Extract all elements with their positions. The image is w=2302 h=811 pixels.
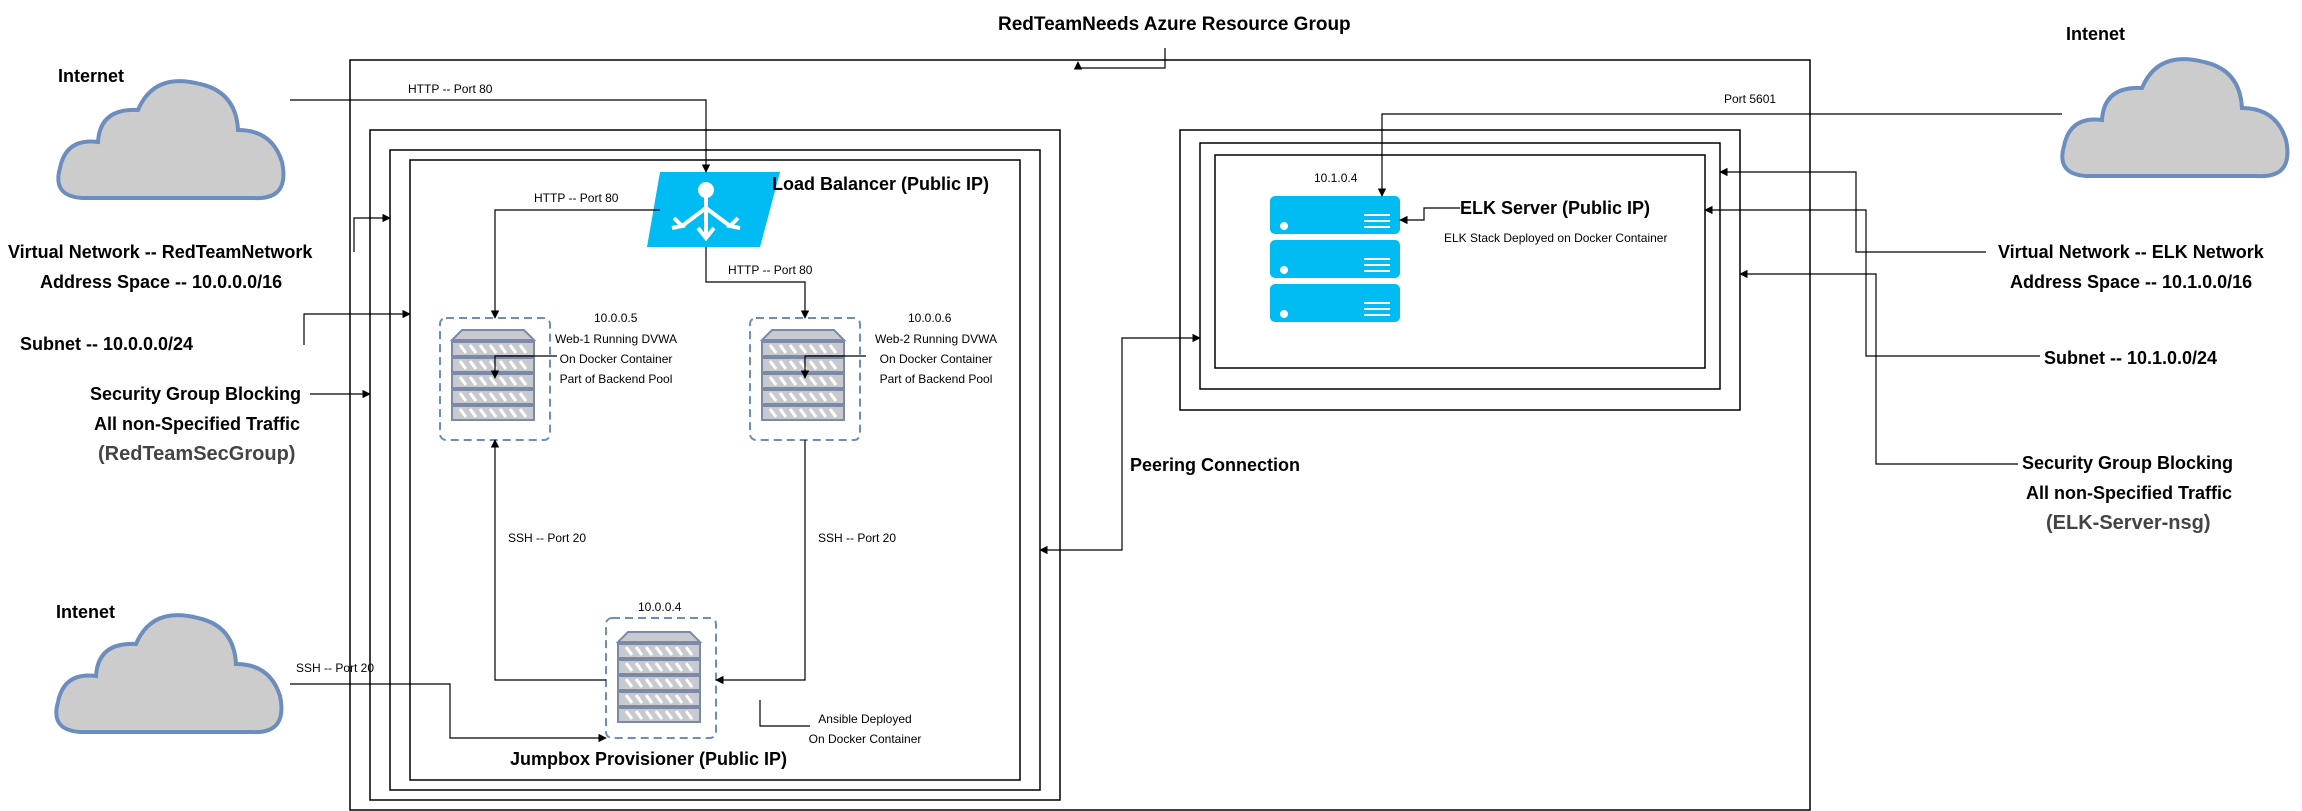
internet-label: Intenet (56, 602, 116, 622)
web2-description: Web-2 Running DVWA On Docker Container P… (866, 329, 1006, 389)
server-rack-icon (616, 630, 702, 724)
server-rack-icon (450, 328, 536, 422)
port-5601-label: Port 5601 (1724, 92, 1777, 106)
ssh-port-label: SSH -- Port 20 (296, 661, 375, 675)
left-security-group-label: All non-Specified Traffic (94, 414, 301, 434)
load-balancer-icon (647, 172, 780, 247)
cloud-icon (54, 613, 284, 735)
virtual-network-box-elk (1199, 142, 1721, 390)
jumpbox-label: Jumpbox Provisioner (Public IP) (510, 749, 788, 769)
left-security-group-label: Security Group Blocking (90, 384, 302, 404)
left-security-group-name: (RedTeamSecGroup) (98, 443, 296, 465)
web1-ip: 10.0.0.5 (594, 311, 638, 325)
jumpbox-note: Ansible Deployed On Docker Container (800, 709, 930, 749)
web2-ip: 10.0.0.6 (908, 311, 952, 325)
right-security-group-name: (ELK-Server-nsg) (2046, 512, 2211, 534)
web2-line3: Part of Backend Pool (879, 372, 993, 386)
web1-line3: Part of Backend Pool (559, 372, 673, 386)
right-security-group-label: All non-Specified Traffic (2026, 483, 2233, 503)
subnet-box-elk (1214, 154, 1706, 369)
load-balancer-label: Load Balancer (Public IP) (772, 174, 990, 194)
elk-note: ELK Stack Deployed on Docker Container (1444, 231, 1668, 245)
internet-label: Intenet (2066, 24, 2126, 44)
elk-server-label: ELK Server (Public IP) (1460, 198, 1651, 218)
web2-line2: On Docker Container (879, 352, 993, 366)
jumpbox-note-line2: On Docker Container (808, 732, 922, 746)
web2-line1: Web-2 Running DVWA (874, 332, 998, 346)
left-address-space-label: Address Space -- 10.0.0.0/16 (40, 272, 283, 292)
right-security-group-label: Security Group Blocking (2022, 453, 2234, 473)
internet-label: Internet (58, 66, 125, 86)
resource-group-box (349, 59, 1811, 811)
cloud-icon (56, 79, 286, 201)
subnet-box-red (409, 159, 1021, 781)
jumpbox-ip: 10.0.0.4 (638, 600, 682, 614)
right-vnet-label: Virtual Network -- ELK Network (1998, 242, 2264, 262)
left-subnet-label: Subnet -- 10.0.0.0/24 (20, 334, 194, 354)
http-port-label: HTTP -- Port 80 (534, 191, 619, 205)
right-subnet-label: Subnet -- 10.1.0.0/24 (2044, 348, 2218, 368)
ssh-port-label: SSH -- Port 20 (508, 531, 587, 545)
server-rack-icon (760, 328, 846, 422)
ssh-port-label: SSH -- Port 20 (818, 531, 897, 545)
peering-connection-label: Peering Connection (1130, 455, 1301, 475)
http-port-label: HTTP -- Port 80 (408, 82, 493, 96)
http-port-label: HTTP -- Port 80 (728, 263, 813, 277)
server-stack-icon (1270, 196, 1400, 322)
left-vnet-label: Virtual Network -- RedTeamNetwork (8, 242, 313, 262)
right-address-space-label: Address Space -- 10.1.0.0/16 (2010, 272, 2253, 292)
web1-line1: Web-1 Running DVWA (554, 332, 678, 346)
web1-description: Web-1 Running DVWA On Docker Container P… (546, 329, 686, 389)
elk-ip: 10.1.0.4 (1314, 171, 1358, 185)
cloud-icon (2060, 57, 2290, 179)
jumpbox-note-line1: Ansible Deployed (818, 712, 912, 726)
diagram-title: RedTeamNeeds Azure Resource Group (998, 14, 1351, 35)
web1-line2: On Docker Container (559, 352, 673, 366)
